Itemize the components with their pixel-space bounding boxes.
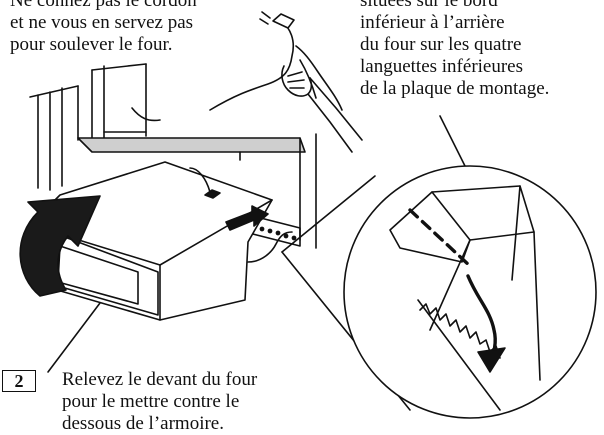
tabs-instruction-line-3: du four sur les quatre [360, 34, 522, 55]
cord-warning-line-2: et ne vous en servez pas [10, 12, 194, 33]
tabs-instruction-line-1: situées sur le bord [360, 0, 498, 11]
hand-drawing [281, 65, 363, 153]
oven-body [29, 161, 293, 321]
step-caption-line-1: Relevez le devant du four [62, 369, 258, 390]
tabs-instruction-line-4: languettes inférieures [360, 56, 524, 77]
tabs-instruction-note: situées sur le bord inférieur à l’arrièr… [360, 0, 549, 100]
cord-warning-line-3: pour soulever le four. [10, 34, 173, 55]
cabinet-frame [29, 63, 317, 249]
step-number-badge: 2 [2, 370, 36, 392]
detail-pointer-line [439, 115, 469, 173]
step-caption: Relevez le devant du four pour le mettre… [62, 369, 257, 435]
lift-arrow [19, 195, 101, 297]
cord-warning-note: Ne connez pas le cordon et ne vous en se… [10, 0, 197, 56]
cord-warning-line-1: Ne connez pas le cordon [10, 0, 197, 11]
detail-magnifier-circle [343, 165, 597, 419]
power-cord [131, 11, 343, 122]
step-caption-line-3: dessous de l’armoire. [62, 413, 224, 434]
tabs-instruction-line-5: de la plaque de montage. [360, 78, 550, 99]
tabs-instruction-line-2: inférieur à l’arrière [360, 12, 505, 33]
callout-line-top [281, 175, 376, 253]
step-caption-line-2: pour le mettre contre le [62, 391, 240, 412]
step-pointer-line [47, 302, 101, 373]
